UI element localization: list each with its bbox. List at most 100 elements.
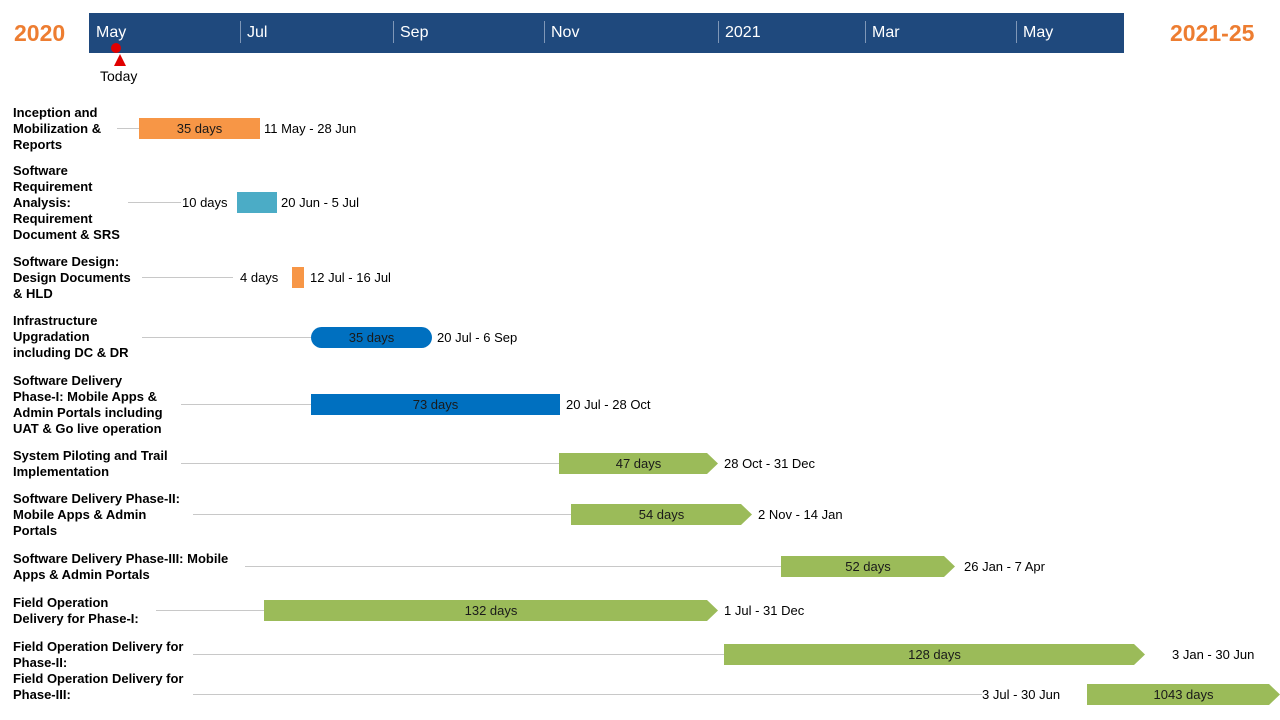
leader-line <box>117 128 139 129</box>
bar-duration-label: 4 days <box>240 270 279 285</box>
month-separator <box>240 21 241 43</box>
task-label-line: UAT & Go live operation <box>13 421 162 436</box>
task-label-line: including DC & DR <box>13 345 129 360</box>
task-label-line: Upgradation <box>13 329 90 344</box>
bar-duration-label: 47 days <box>615 456 662 471</box>
leader-line <box>181 404 311 405</box>
month-separator <box>393 21 394 43</box>
gantt-bar: 128 days <box>724 644 1145 665</box>
month-label: Nov <box>551 24 580 41</box>
task-label-line: Design Documents <box>13 270 131 285</box>
month-separator <box>865 21 866 43</box>
task-label-line: & HLD <box>13 286 53 301</box>
bar-duration-label: 132 days <box>464 603 518 618</box>
leader-line <box>193 654 724 655</box>
task-label-line: Portals <box>13 523 58 538</box>
task-label-line: Analysis: <box>13 195 71 210</box>
bar-duration-label: 1043 days <box>1153 687 1214 702</box>
task-label-line: Delivery for Phase-I: <box>13 611 139 626</box>
task-label-line: Mobilization & <box>13 121 102 136</box>
bar-date-range: 1 Jul - 31 Dec <box>724 603 805 618</box>
task-label-line: Phase-I: Mobile Apps & <box>13 389 157 404</box>
task-label-line: Requirement <box>13 179 93 194</box>
gantt-bar <box>292 267 304 288</box>
task-label-line: Software Delivery Phase-III: Mobile <box>13 551 229 566</box>
month-label: May <box>96 24 127 41</box>
leader-line <box>245 566 781 567</box>
leader-line <box>181 463 559 464</box>
today-marker-icon <box>114 54 126 66</box>
bar-date-range: 20 Jul - 28 Oct <box>566 397 651 412</box>
task-label-line: System Piloting and Trail <box>13 448 168 463</box>
bar-date-range: 3 Jul - 30 Jun <box>982 687 1061 702</box>
month-separator <box>544 21 545 43</box>
bar-date-range: 28 Oct - 31 Dec <box>724 456 816 471</box>
task-label-line: Field Operation Delivery for <box>13 639 184 654</box>
task-label-line: Implementation <box>13 464 110 479</box>
bar-date-range: 26 Jan - 7 Apr <box>964 559 1045 574</box>
month-label: Mar <box>872 24 900 41</box>
leader-line <box>142 277 233 278</box>
task-label-line: Field Operation Delivery for <box>13 671 184 686</box>
leader-line <box>156 610 264 611</box>
task-label-line: Reports <box>13 137 63 152</box>
task-label-line: Field Operation <box>13 595 109 610</box>
bar-date-range: 2 Nov - 14 Jan <box>758 507 843 522</box>
task-label-line: Phase-II: <box>13 655 68 670</box>
gantt-bar <box>237 192 277 213</box>
month-label: Jul <box>247 24 268 41</box>
year-start-label: 2020 <box>14 20 66 46</box>
gantt-bar: 132 days <box>264 600 718 621</box>
task-label-line: Apps & Admin Portals <box>13 567 150 582</box>
task-label-line: Software Design: <box>13 254 120 269</box>
task-label-line: Mobile Apps & Admin <box>13 507 147 522</box>
task-label-line: Phase-III: <box>13 687 71 702</box>
month-label: Sep <box>400 24 429 41</box>
bar-duration-label: 52 days <box>845 559 891 574</box>
leader-line <box>193 514 571 515</box>
today-label: Today <box>100 68 138 84</box>
task-label-line: Document & SRS <box>13 227 120 242</box>
month-separator <box>718 21 719 43</box>
bar-date-range: 3 Jan - 30 Jun <box>1172 647 1255 662</box>
year-end-label: 2021-25 <box>1170 20 1255 46</box>
timeline-header: May Jul Sep Nov 2021 Mar May <box>89 13 1124 53</box>
gantt-bar: 54 days <box>571 504 752 525</box>
bar-date-range: 20 Jul - 6 Sep <box>437 330 518 345</box>
bar-date-range: 20 Jun - 5 Jul <box>281 195 360 210</box>
bar-duration-label: 54 days <box>638 507 685 522</box>
month-label: 2021 <box>725 24 761 41</box>
bar-duration-label: 10 days <box>182 195 228 210</box>
bar-duration-label: 35 days <box>348 330 395 345</box>
gantt-bar: 35 days <box>311 327 432 348</box>
task-label-line: Requirement <box>13 211 93 226</box>
task-label-line: Software <box>13 163 68 178</box>
task-label: Software Delivery Phase-II:Mobile Apps &… <box>13 491 180 539</box>
leader-line <box>142 337 311 338</box>
task-label-line: Software Delivery Phase-II: <box>13 491 180 506</box>
month-label: May <box>1023 24 1054 41</box>
gantt-bar: 73 days <box>311 394 560 415</box>
task-label: Software Design:Design Documents& HLD <box>13 254 131 302</box>
bar-date-range: 11 May - 28 Jun <box>264 121 357 136</box>
leader-line <box>193 694 982 695</box>
bar-date-range: 12 Jul - 16 Jul <box>310 270 391 285</box>
bar-duration-label: 128 days <box>908 647 961 662</box>
task-label-line: Infrastructure <box>13 313 98 328</box>
task-label-line: Admin Portals including <box>13 405 163 420</box>
leader-line <box>128 202 181 203</box>
today-dot <box>111 43 121 53</box>
gantt-bar: 47 days <box>559 453 718 474</box>
gantt-bar: 35 days <box>139 118 260 139</box>
gantt-bar: 52 days <box>781 556 955 577</box>
gantt-bar: 1043 days <box>1087 684 1280 705</box>
task-label-line: Software Delivery <box>13 373 123 388</box>
